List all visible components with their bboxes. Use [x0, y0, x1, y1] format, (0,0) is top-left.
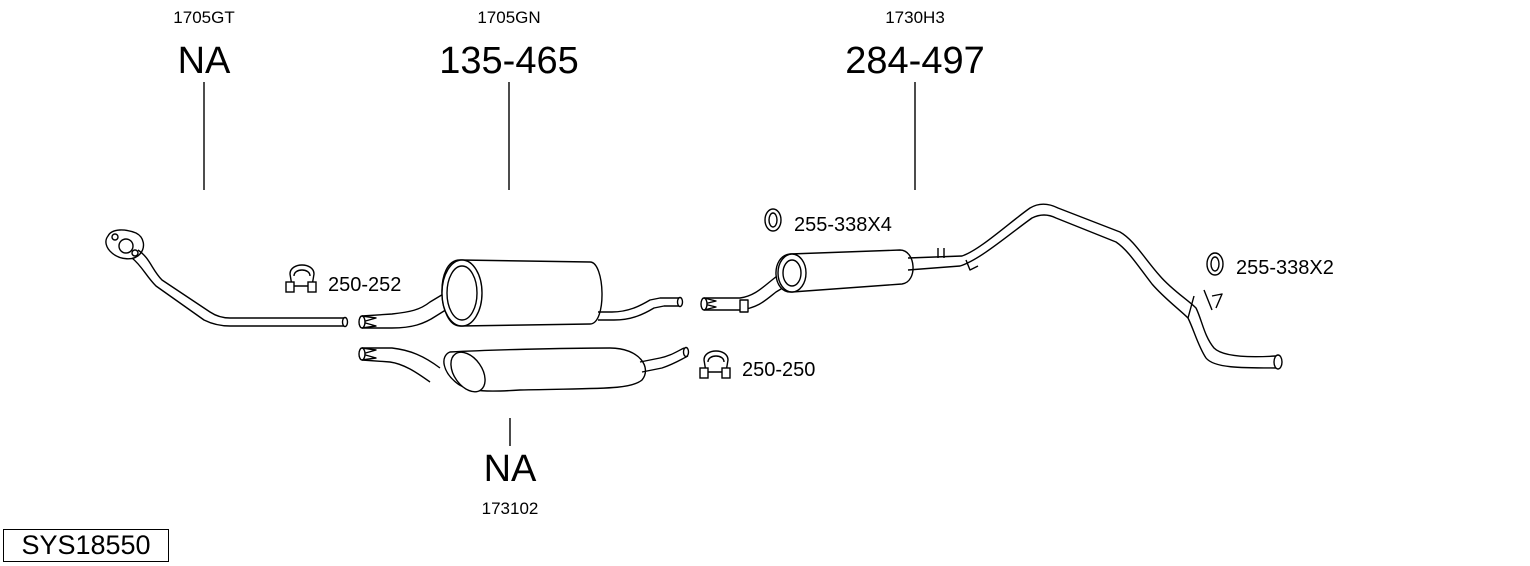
part-number: 173102: [482, 499, 539, 518]
part-label-rear-silencer: 1730H3 284-497: [845, 8, 985, 190]
accessory-reference: 255-338X4: [794, 214, 892, 236]
part-label-alt-silencer: NA 173102: [482, 418, 539, 518]
part-reference: 284-497: [845, 40, 984, 82]
middle-silencer-drawing: [358, 259, 684, 329]
clamp-icon: [285, 264, 317, 293]
alt-silencer-drawing: [358, 346, 690, 393]
accessory-reference: 255-338X2: [1236, 257, 1334, 279]
rear-silencer-drawing: [700, 203, 1283, 370]
clamp-icon: [699, 350, 731, 379]
accessory-reference: 250-252: [328, 274, 401, 296]
part-number: 1730H3: [885, 8, 945, 27]
part-label-front-pipe: 1705GT NA: [173, 8, 235, 190]
part-number: 1705GT: [173, 8, 234, 27]
accessory-255-338X2: 255-338X2: [1206, 252, 1334, 279]
ring-icon: [764, 208, 782, 232]
part-reference: 135-465: [439, 40, 578, 82]
part-reference: NA: [484, 448, 537, 490]
system-code-box: SYS18550: [3, 529, 169, 562]
accessory-250-252: 250-252: [285, 264, 401, 296]
part-reference: NA: [178, 40, 231, 82]
accessory-250-250: 250-250: [699, 350, 815, 381]
part-label-middle-silencer: 1705GN 135-465: [439, 8, 579, 190]
ring-icon: [1206, 252, 1224, 276]
accessory-255-338X4: 255-338X4: [764, 208, 892, 236]
part-number: 1705GN: [477, 8, 540, 27]
front-pipe-drawing: [105, 229, 349, 328]
accessory-reference: 250-250: [742, 359, 815, 381]
